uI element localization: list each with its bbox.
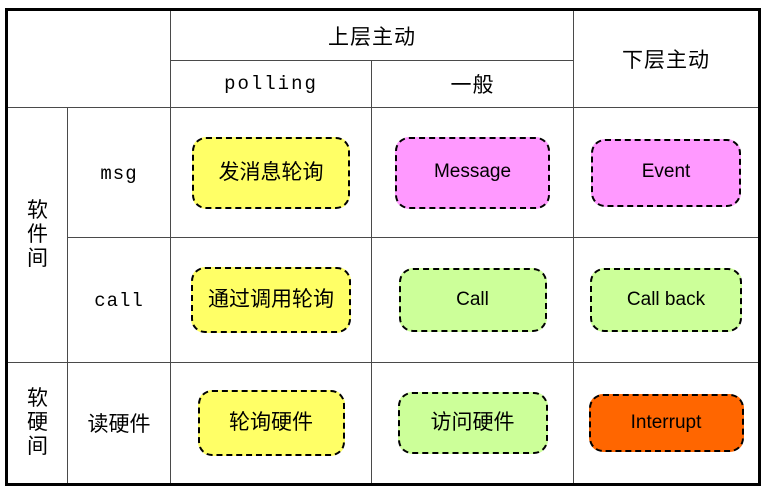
- cell-msg-polling: 发消息轮询: [170, 107, 372, 238]
- header-general: 一般: [371, 60, 574, 108]
- row-group-label-software-hardware: 软硬间: [6, 362, 68, 485]
- cell-msg-lower-active: Event: [573, 107, 760, 238]
- header-upper-active-label: 上层主动: [328, 25, 416, 49]
- row-label-read-hardware: 读硬件: [67, 362, 171, 485]
- row-label-call: call: [67, 237, 171, 363]
- row-label-msg: msg: [67, 107, 171, 238]
- cell-call-general: Call: [371, 237, 574, 363]
- chip-poll-hardware[interactable]: 轮询硬件: [197, 390, 345, 456]
- row-label-msg-text: msg: [100, 162, 138, 185]
- row-group-software-text: 软件间: [27, 199, 48, 270]
- row-group-label-software: 软件间: [6, 107, 68, 363]
- header-lower-active: 下层主动: [573, 9, 760, 108]
- chip-label: Call: [456, 288, 489, 310]
- chip-call-back[interactable]: Call back: [590, 268, 742, 332]
- chip-poll-via-call[interactable]: 通过调用轮询: [191, 267, 351, 333]
- chip-message[interactable]: Message: [395, 136, 550, 209]
- row-group-software-hardware-text: 软硬间: [27, 387, 48, 458]
- chip-send-message-polling[interactable]: 发消息轮询: [192, 136, 350, 209]
- header-row-top: 上层主动 下层主动: [6, 9, 760, 108]
- cell-hw-polling: 轮询硬件: [170, 362, 372, 485]
- table-row: 软件间 msg 发消息轮询 Message: [6, 107, 760, 363]
- chip-label: 访问硬件: [430, 411, 515, 435]
- row-label-call-text: call: [94, 290, 144, 312]
- chip-label: Interrupt: [630, 411, 702, 433]
- header-general-label: 一般: [450, 74, 495, 97]
- chip-label: Call back: [626, 288, 706, 310]
- row-label-read-hardware-text: 读硬件: [87, 413, 151, 436]
- chip-call[interactable]: Call: [398, 268, 547, 332]
- header-upper-active: 上层主动: [170, 9, 574, 61]
- header-polling-label: polling: [224, 73, 318, 95]
- header-lower-active-label: 下层主动: [622, 49, 710, 72]
- cell-hw-general: 访问硬件: [371, 362, 574, 485]
- chip-label: 轮询硬件: [229, 411, 313, 435]
- interaction-matrix-table: 上层主动 下层主动 polling 一般 软件间: [5, 8, 761, 486]
- table-corner-cell: [6, 9, 171, 108]
- chip-label: Message: [433, 161, 512, 183]
- cell-msg-general: Message: [371, 107, 574, 238]
- header-row-sub: polling 一般: [7, 60, 760, 108]
- cell-call-polling: 通过调用轮询: [170, 237, 372, 363]
- chip-interrupt[interactable]: Interrupt: [588, 394, 744, 452]
- chip-event[interactable]: Event: [591, 138, 741, 207]
- cell-hw-lower-active: Interrupt: [573, 362, 760, 485]
- chip-label: Event: [641, 161, 691, 183]
- cell-call-lower-active: Call back: [573, 237, 760, 363]
- chip-label: 通过调用轮询: [208, 288, 334, 312]
- header-polling: polling: [170, 60, 372, 108]
- table-row: 软硬间 读硬件 轮询硬件 访问硬件: [6, 362, 760, 485]
- chip-access-hardware[interactable]: 访问硬件: [397, 392, 548, 454]
- table-row: call 通过调用轮询 Call: [7, 237, 760, 363]
- chip-label: 发消息轮询: [218, 160, 324, 184]
